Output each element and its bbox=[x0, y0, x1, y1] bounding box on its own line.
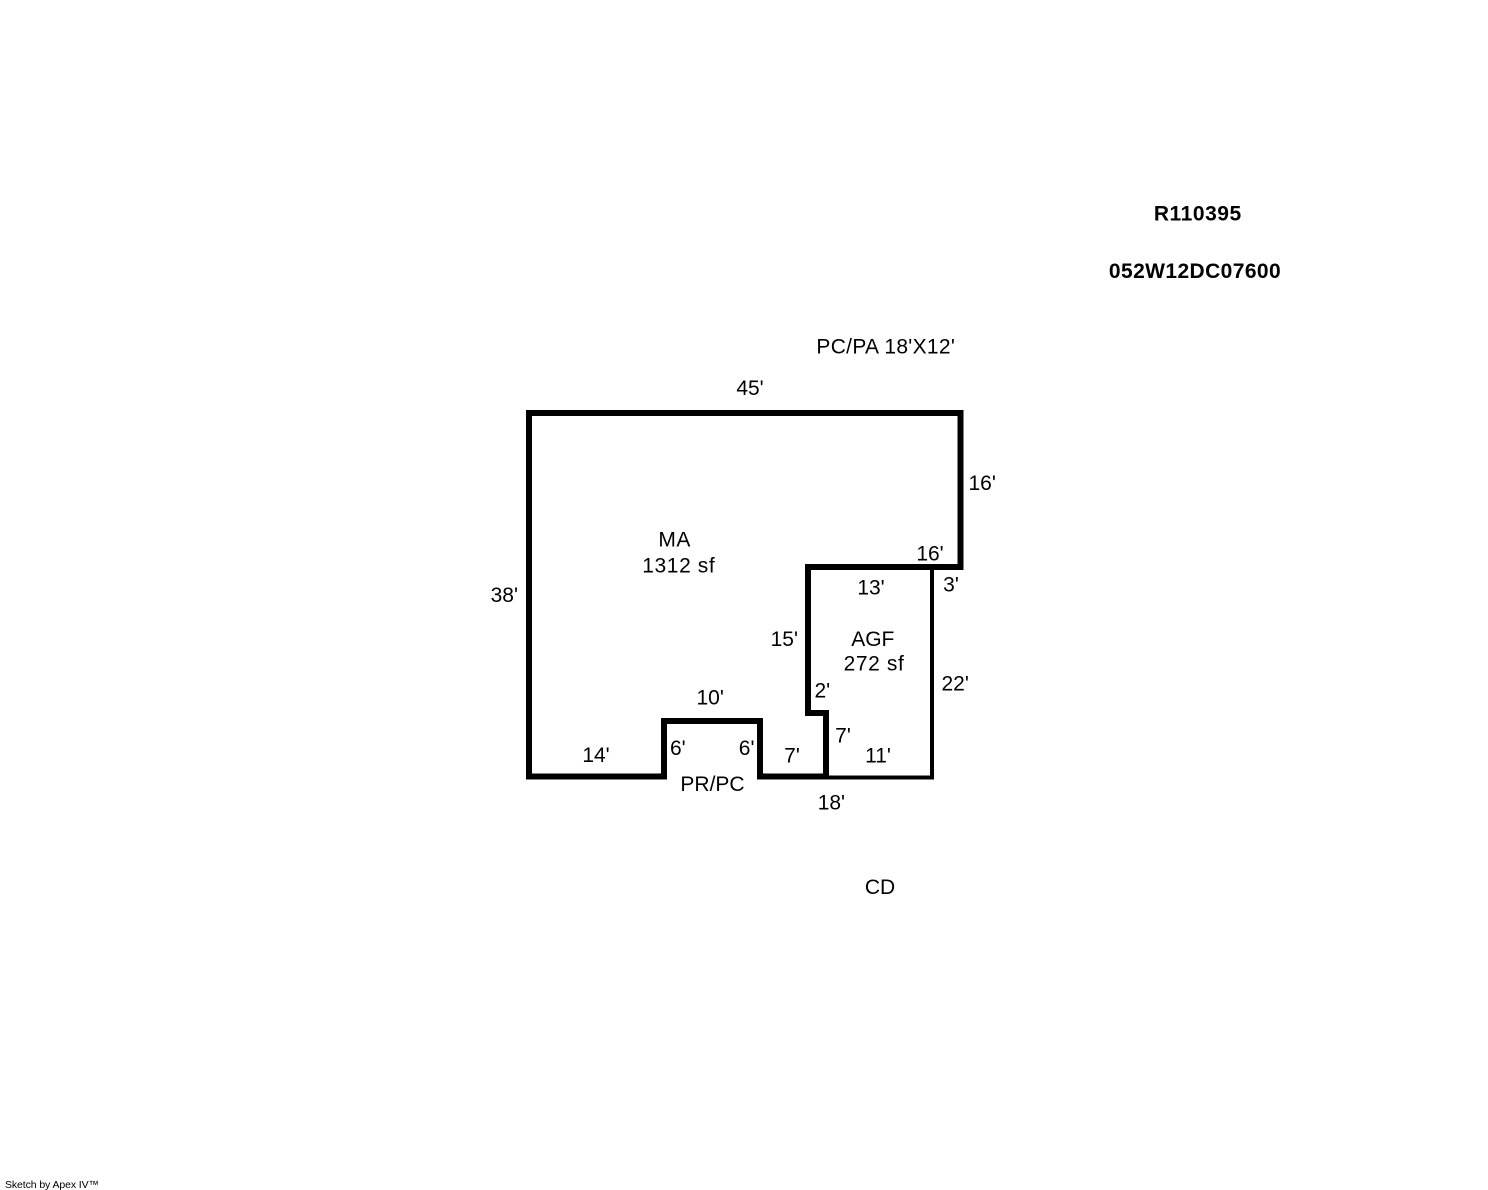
svg-text:14': 14' bbox=[582, 744, 609, 767]
svg-text:11': 11' bbox=[865, 745, 891, 768]
svg-text:PR/PC: PR/PC bbox=[680, 773, 744, 796]
svg-text:AGF: AGF bbox=[851, 628, 894, 651]
svg-text:7': 7' bbox=[835, 725, 851, 748]
svg-text:10': 10' bbox=[697, 686, 724, 709]
svg-text:13': 13' bbox=[857, 577, 884, 600]
svg-text:16': 16' bbox=[916, 543, 943, 566]
svg-text:16': 16' bbox=[969, 472, 996, 495]
svg-text:CD: CD bbox=[865, 876, 895, 899]
svg-text:MA: MA bbox=[658, 529, 691, 552]
svg-text:6': 6' bbox=[670, 737, 686, 760]
svg-text:Sketch by Apex IV™: Sketch by Apex IV™ bbox=[5, 1179, 99, 1190]
svg-text:22': 22' bbox=[942, 673, 969, 696]
svg-text:PC/PA 18'X12': PC/PA 18'X12' bbox=[816, 336, 955, 359]
svg-text:15': 15' bbox=[771, 628, 798, 651]
svg-text:272 sf: 272 sf bbox=[844, 653, 905, 676]
svg-text:45': 45' bbox=[736, 377, 763, 400]
svg-text:052W12DC07600: 052W12DC07600 bbox=[1109, 260, 1281, 283]
svg-text:R110395: R110395 bbox=[1154, 203, 1242, 226]
svg-text:38': 38' bbox=[491, 584, 518, 607]
svg-text:1312 sf: 1312 sf bbox=[642, 555, 715, 578]
svg-text:2': 2' bbox=[815, 680, 831, 703]
svg-text:18': 18' bbox=[818, 792, 845, 815]
svg-text:6': 6' bbox=[739, 737, 755, 760]
svg-text:3': 3' bbox=[943, 574, 959, 597]
svg-text:7': 7' bbox=[784, 745, 800, 768]
